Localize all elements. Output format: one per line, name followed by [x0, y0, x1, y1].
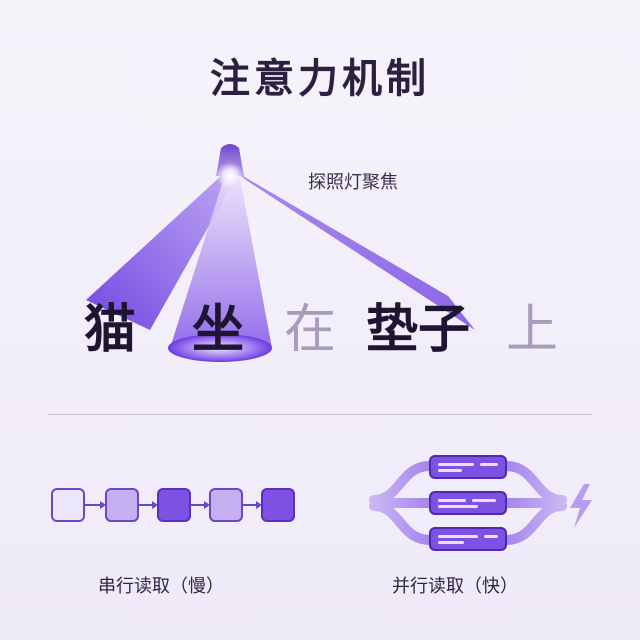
beam-to-mat [236, 172, 475, 330]
word-cat: 猫 [84, 300, 137, 360]
beam-to-cat [86, 175, 236, 330]
lane-card-2 [429, 491, 507, 515]
spotlight-label: 探照灯聚焦 [308, 172, 398, 193]
beam-to-sit [170, 178, 272, 348]
serial-block-3 [157, 488, 191, 522]
lamp-glow [216, 162, 244, 190]
word-mat: 垫子 [366, 300, 471, 360]
lane-card-3 [429, 527, 507, 551]
parallel-caption: 并行读取（快） [392, 576, 518, 597]
focus-pool [168, 334, 272, 362]
parallel-lanes [369, 455, 592, 551]
section-divider [48, 414, 592, 415]
word-sit: 坐 [192, 300, 245, 360]
spotlight [86, 144, 475, 362]
serial-block-5 [261, 488, 295, 522]
lane-card-1 [429, 455, 507, 479]
word-on: 上 [506, 300, 559, 360]
serial-chain [51, 488, 295, 522]
serial-caption: 串行读取（慢） [98, 576, 224, 597]
lightning-icon [570, 484, 592, 528]
serial-block-1 [51, 488, 85, 522]
serial-block-2 [105, 488, 139, 522]
serial-block-4 [209, 488, 243, 522]
word-at: 在 [284, 300, 337, 360]
page-title: 注意力机制 [210, 56, 430, 102]
